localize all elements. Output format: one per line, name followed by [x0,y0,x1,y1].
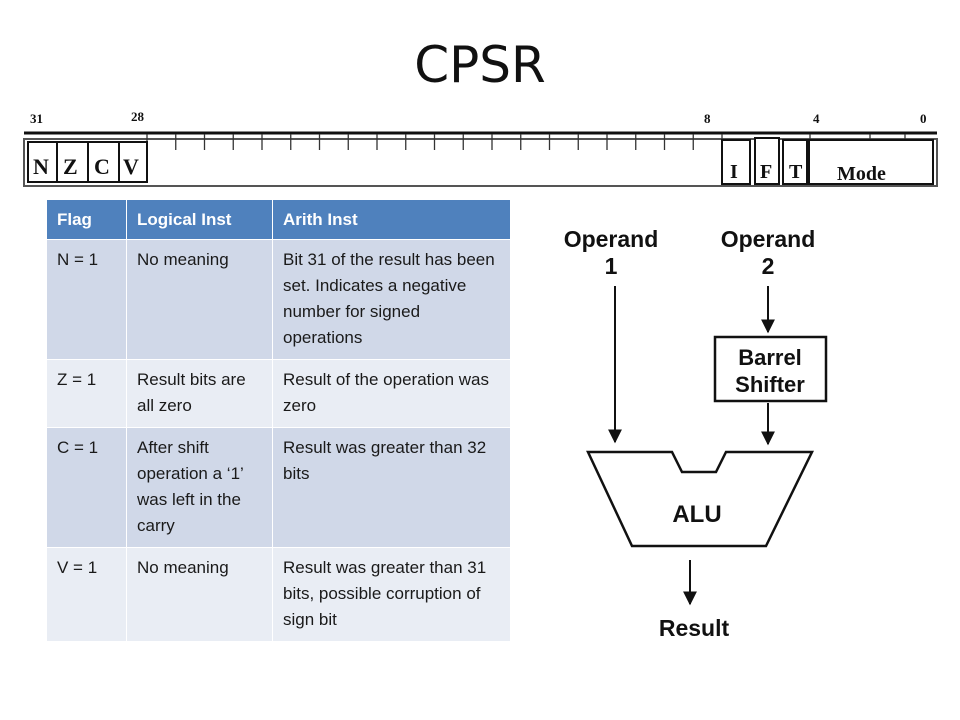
cell-flag: C = 1 [47,427,127,548]
flag-meaning-table: Flag Logical Inst Arith Inst N = 1 No me… [47,200,511,641]
control-i-label: I [730,161,738,183]
slide-title: CPSR [414,36,546,94]
bit-label-8: 8 [704,111,711,126]
flag-cell-v [118,141,148,183]
cell-logical: Result bits are all zero [126,359,273,428]
table-row-n: N = 1 No meaning Bit 31 of the result ha… [47,239,511,360]
cell-flag: N = 1 [47,239,127,360]
flag-c-label: C [94,154,110,179]
cell-arith: Result of the operation was zero [272,359,511,428]
cell-arith: Bit 31 of the result has been set. Indic… [272,239,511,360]
cell-logical: No meaning [126,547,273,641]
register-shadow [23,138,938,187]
flag-z-label: Z [63,154,78,179]
alu-shape [586,450,815,548]
table-row-z: Z = 1 Result bits are all zero Result of… [47,359,511,428]
header-logical-inst: Logical Inst [126,200,273,240]
header-arith-inst: Arith Inst [272,200,511,240]
result-label: Result [659,615,730,641]
header-flag: Flag [47,200,127,240]
operand2-label-line1: Operand [721,226,816,252]
cell-flag: V = 1 [47,547,127,641]
control-f-label: F [760,161,772,183]
bit-label-28: 28 [131,109,145,124]
barrel-shifter-box [713,335,828,403]
flag-n-label: N [33,154,49,179]
cell-logical: No meaning [126,239,273,360]
table-header-row: Flag Logical Inst Arith Inst [47,200,511,240]
barrel-shifter-label-line1: Barrel [738,345,802,370]
cell-flag: Z = 1 [47,359,127,428]
alu-label: ALU [672,501,721,528]
cell-arith: Result was greater than 31 bits, possibl… [272,547,511,641]
bit-label-31: 31 [30,111,43,126]
flag-cell-c [87,141,120,183]
operand1-label-line1: Operand [564,226,659,252]
table-row-v: V = 1 No meaning Result was greater than… [47,547,511,641]
mode-label: Mode [837,163,886,185]
flag-v-label: V [123,154,139,179]
operand2-label-line2: 2 [762,253,775,279]
cell-logical: After shift operation a ‘1’ was left in … [126,427,273,548]
control-t-label: T [789,161,803,183]
control-cell-t [782,139,808,185]
alu-datapath-diagram: Operand 1 Operand 2 Barrel Shifter ALU R… [564,226,828,641]
control-cell-i [721,139,751,185]
bit-label-0: 0 [920,111,927,126]
barrel-shifter-label-line2: Shifter [735,372,805,397]
control-cell-f [754,137,780,185]
operand1-label-line2: 1 [605,253,618,279]
table-row-c: C = 1 After shift operation a ‘1’ was le… [47,427,511,548]
mode-field [808,139,934,185]
bit-label-4: 4 [813,111,820,126]
cpsr-register-diagram: 31 28 8 4 0 N Z C V I F T Mode [23,109,938,187]
flag-cell-n [27,141,58,183]
cell-arith: Result was greater than 32 bits [272,427,511,548]
